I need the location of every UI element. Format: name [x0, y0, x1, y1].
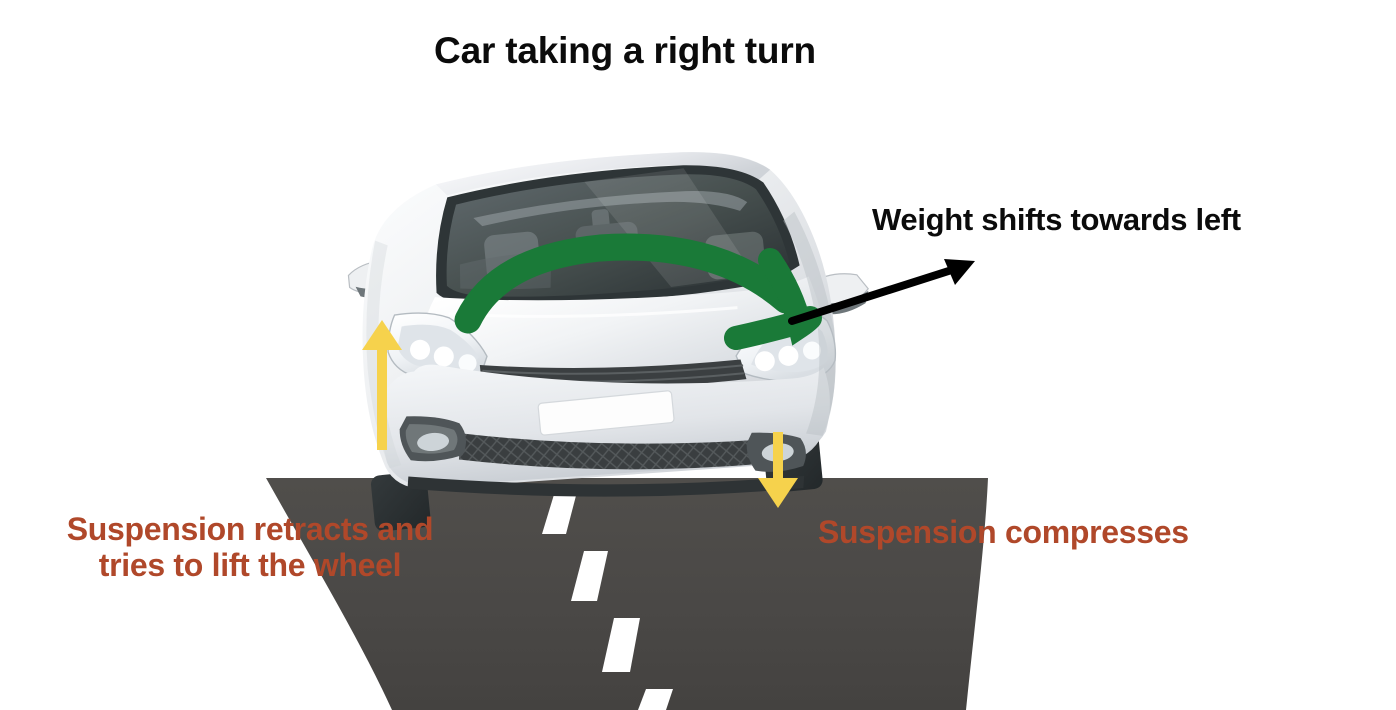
lane-markings: [542, 488, 673, 710]
page-title: Car taking a right turn: [434, 30, 816, 71]
weight-shift-annotation: Weight shifts towards left: [872, 202, 1241, 237]
lane-dash: [571, 551, 608, 601]
annotation-line-2: tries to lift the wheel: [98, 546, 402, 583]
car-hood: [417, 276, 827, 386]
suspension-compresses-annotation: Suspension compresses: [818, 514, 1189, 550]
lane-dash: [542, 488, 578, 534]
fog-light-left: [399, 416, 467, 462]
lane-dash: [638, 689, 673, 710]
black-weight-arrow: [788, 259, 975, 325]
annotation-line-1: Suspension retracts and: [66, 511, 434, 547]
road-surface: [266, 478, 988, 710]
car-roof: [435, 152, 771, 196]
yellow-down-arrow: [758, 432, 798, 508]
yellow-up-arrow: [362, 320, 402, 450]
body-shadow-right: [783, 211, 836, 436]
road-group: [266, 478, 988, 710]
license-plate: [537, 390, 675, 436]
lane-dash: [602, 618, 640, 672]
bumper-lip: [407, 475, 805, 497]
body-shadow-left: [366, 240, 402, 469]
lower-mesh-grille: [458, 433, 771, 470]
